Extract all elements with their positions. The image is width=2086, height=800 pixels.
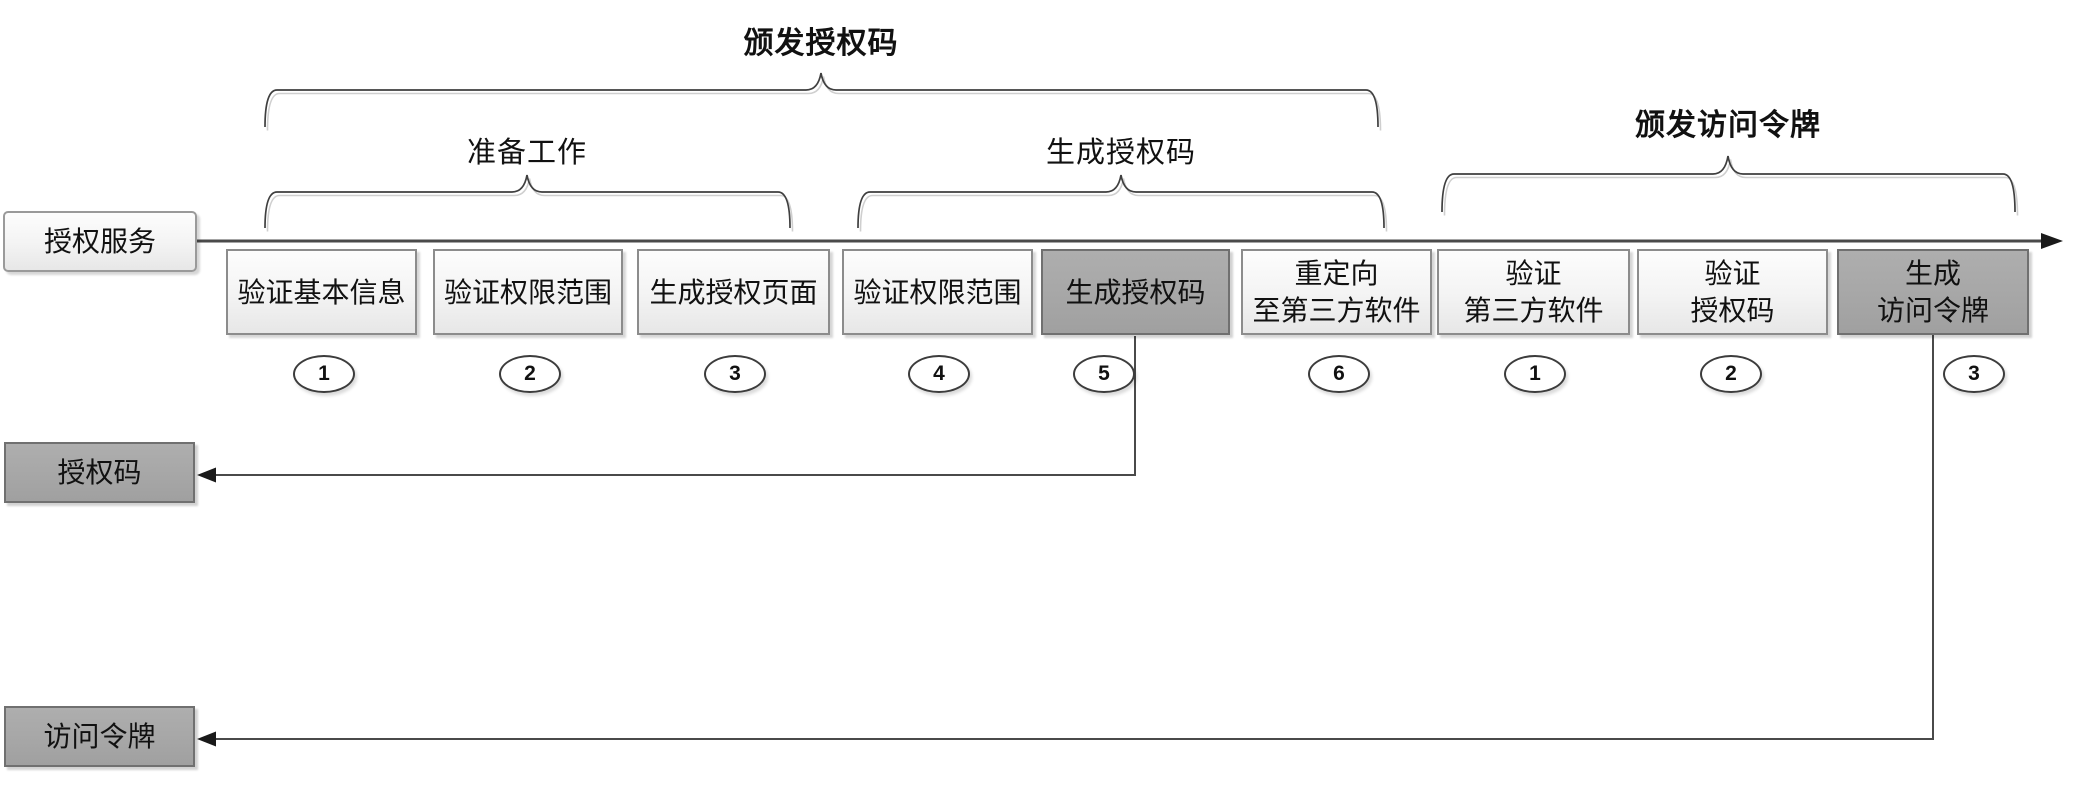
step-number-4: 4	[908, 355, 970, 393]
group-title-generate-code: 生成授权码	[1045, 137, 1196, 169]
step-box-verify-third-party: 验证 第三方软件	[1437, 249, 1630, 335]
step-number-2: 2	[499, 355, 561, 393]
lane-box-auth-service: 授权服务	[3, 211, 197, 272]
step-box-verify-auth-code: 验证 授权码	[1637, 249, 1828, 335]
step-box-verify-scope-1: 验证权限范围	[433, 249, 623, 335]
brace-issue-access-token	[1441, 155, 2016, 213]
lane-box-auth-code: 授权码	[4, 442, 195, 503]
connector-access-token	[197, 335, 1934, 747]
step-number-token-3: 3	[1943, 355, 2005, 393]
step-number-5: 5	[1073, 355, 1135, 393]
step-box-verify-basic-info: 验证基本信息	[226, 249, 417, 335]
phase-title-issue-access-token: 颁发访问令牌	[1635, 109, 1821, 142]
step-number-token-2: 2	[1700, 355, 1762, 393]
step-number-3: 3	[704, 355, 766, 393]
connector-auth-code	[197, 336, 1136, 483]
timeline-axis	[197, 233, 2063, 249]
step-number-token-1: 1	[1504, 355, 1566, 393]
axis-arrowhead-icon	[2041, 233, 2063, 249]
step-box-generate-auth-code: 生成授权码	[1041, 249, 1230, 335]
step-number-1: 1	[293, 355, 355, 393]
brace-issue-auth-code	[264, 72, 1379, 128]
brace-generate-code	[857, 174, 1385, 229]
step-number-6: 6	[1308, 355, 1370, 393]
auth-code-arrowhead-icon	[197, 467, 216, 483]
lane-box-access-token: 访问令牌	[4, 706, 195, 767]
step-box-verify-scope-2: 验证权限范围	[842, 249, 1033, 335]
group-title-prepare: 准备工作	[466, 137, 587, 169]
brace-prepare	[264, 174, 791, 229]
step-box-generate-auth-page: 生成授权页面	[637, 249, 830, 335]
access-token-arrowhead-icon	[197, 731, 216, 747]
phase-title-issue-auth-code: 颁发授权码	[743, 27, 899, 60]
step-box-generate-access-token: 生成 访问令牌	[1837, 249, 2029, 335]
step-box-redirect-third-party: 重定向 至第三方软件	[1241, 249, 1432, 335]
